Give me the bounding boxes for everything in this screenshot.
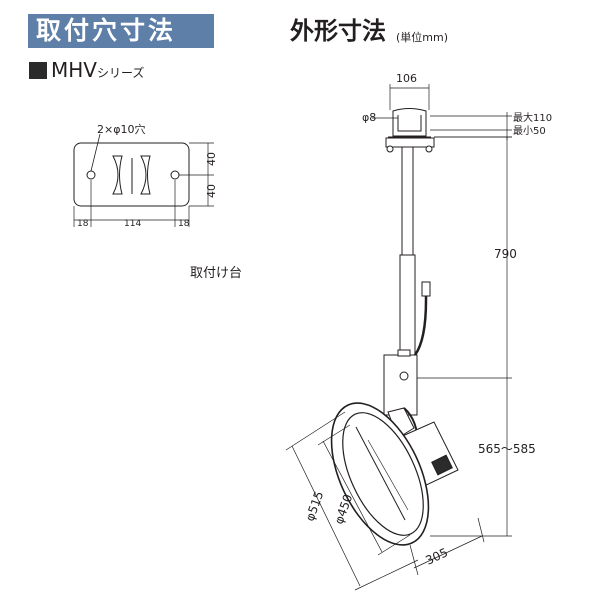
dim-rod-diameter: φ8: [362, 111, 376, 124]
dim-pipe-length: 790: [494, 247, 517, 261]
mount-hole-label: 2×φ10穴: [97, 122, 145, 136]
series-label: MHVシリーズ: [51, 58, 144, 85]
mount-dim-lower: 40: [205, 184, 218, 198]
series-suffix: シリーズ: [96, 66, 145, 80]
mount-dim-right: 18: [178, 219, 190, 229]
pipe-lower: [399, 254, 416, 361]
mount-plate-caption: 取付け台: [190, 266, 243, 281]
dim-fan-depth: 305: [423, 545, 450, 567]
dim-inner-diameter: φ450: [332, 492, 356, 526]
section-title-mounting-holes: 取付穴寸法: [28, 14, 214, 48]
series-name: MHV: [51, 58, 97, 82]
pipe-upper: [401, 146, 414, 256]
u-bracket: [392, 108, 427, 137]
series-marker: [29, 62, 47, 79]
fan-guard-inner: [342, 412, 424, 536]
mount-dim-upper: 40: [205, 152, 218, 166]
mount-plate-outline: [73, 142, 190, 207]
fan-guard-outer: [330, 402, 430, 546]
outline-dimensions-title: 外形寸法: [290, 17, 386, 45]
mount-dim-center: 114: [124, 219, 141, 229]
mount-dim-left: 18: [77, 219, 89, 229]
mount-slot-left: [112, 155, 123, 195]
clamp-bolt: [385, 137, 435, 148]
power-cord: [413, 285, 428, 356]
dim-min: 最小50: [513, 125, 546, 137]
dim-height-range: 565～585: [478, 442, 536, 456]
dim-top-width: 106: [396, 72, 417, 85]
unit-label: (単位mm): [396, 31, 449, 44]
motor-housing: [383, 354, 418, 416]
dim-max: 最大110: [513, 111, 552, 124]
dim-outer-diameter: φ515: [303, 489, 327, 523]
mount-slot-right: [140, 155, 151, 195]
